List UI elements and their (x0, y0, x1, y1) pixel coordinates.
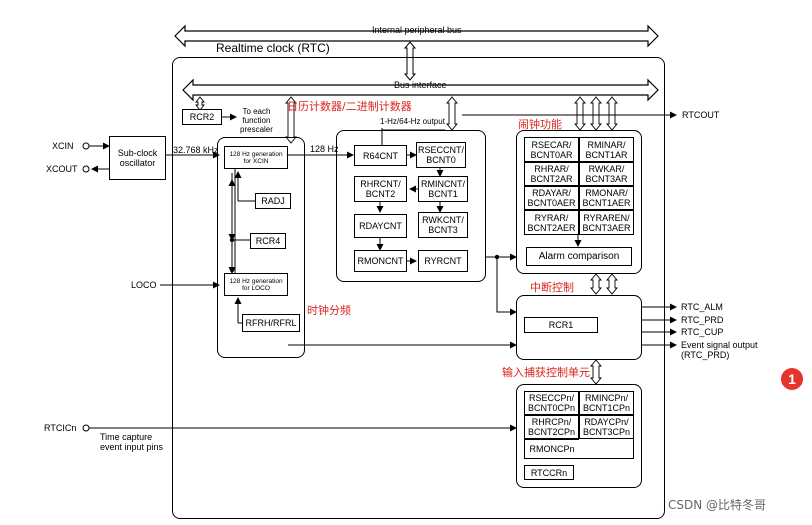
rmincnt-register: RMINCNT/ BCNT1 (418, 176, 468, 202)
drop-int-2 (606, 273, 618, 295)
annotation-alarm: 闹钟功能 (518, 118, 562, 131)
rhrcnt-register: RHRCNT/ BCNT2 (354, 176, 407, 202)
rtcout-label: RTCOUT (682, 110, 720, 120)
rhrar-register: RHRAR/ BCNT2AR (524, 162, 579, 186)
r64cnt-register: R64CNT (354, 145, 407, 166)
counter-block (336, 130, 486, 282)
ryraren-register: RYRAREN/ BCNT3AER (579, 210, 634, 235)
annotation-capture: 输入捕获控制单元 (502, 366, 590, 379)
clock-divider-block (217, 137, 305, 358)
rcr4-register: RCR4 (250, 233, 286, 249)
subclock-oscillator: Sub-clock oscillator (109, 136, 166, 180)
rdaycp-register: RDAYCPn/ BCNT3CPn (579, 415, 634, 439)
bus-interface-label: Bus interface (394, 80, 447, 90)
rdaycnt-register: RDAYCNT (354, 214, 407, 238)
bus-interface-arrow (182, 78, 659, 102)
output-1hz-label: 1-Hz/64-Hz output (380, 117, 445, 126)
rcr2-note: To each function prescaler (240, 107, 273, 134)
drop-gen (285, 96, 297, 144)
rsecar-register: RSECAR/ BCNT0AR (524, 137, 579, 162)
rtc-cup-label: RTC_CUP (681, 327, 724, 337)
rhrcp-register: RHRCPn/ BCNT2CPn (524, 415, 579, 439)
rwkar-register: RWKAR/ BCNT3AR (579, 162, 634, 186)
interrupt-block (516, 295, 642, 360)
capture-block (516, 384, 642, 488)
xcin-pin (82, 142, 90, 150)
gen-xcin-box: 128 Hz generation for XCIN (224, 146, 288, 169)
rseccnt-register: RSECCNT/ BCNT0 (416, 142, 466, 168)
internal-bus-label: Internal peripheral bus (372, 25, 462, 35)
event-output-label: Event signal output (RTC_PRD) (681, 340, 758, 360)
rdayar-register: RDAYAR/ BCNT0AER (524, 186, 579, 210)
bus-connector (403, 41, 417, 81)
freq-32k-label: 32.768 kHz (173, 145, 219, 155)
rtccr-register: RTCCRn (524, 465, 574, 480)
rseccp-register: RSECCPn/ BCNT0CPn (524, 391, 579, 415)
rtcicn-pin (82, 424, 90, 432)
rtcicn-label: RTCICn (44, 423, 77, 433)
drop-int-1 (590, 273, 602, 295)
radj-register: RADJ (255, 193, 291, 209)
rtc-prd-label: RTC_PRD (681, 315, 724, 325)
rtc-alm-label: RTC_ALM (681, 302, 723, 312)
gen-loco-box: 128 Hz generation for LOCO (224, 273, 288, 296)
rcr2-register: RCR2 (182, 109, 222, 125)
alarm-block (516, 130, 642, 274)
watermark: CSDN @比特冬哥 (668, 498, 767, 512)
xcin-label: XCIN (52, 141, 74, 151)
rmonar-register: RMONAR/ BCNT1AER (579, 186, 634, 210)
xcout-pin (82, 165, 90, 173)
annotation-interrupt: 中断控制 (530, 281, 574, 294)
ryrar-register: RYRAR/ BCNT2AER (524, 210, 579, 235)
rmincp-register: RMINCPn/ BCNT1CPn (579, 391, 634, 415)
rwkcnt-register: RWKCNT/ BCNT3 (418, 212, 468, 238)
time-capture-label: Time capture event input pins (100, 432, 164, 452)
annotation-clock-divider: 时钟分频 (307, 304, 351, 317)
xcout-label: XCOUT (46, 164, 78, 174)
ryrcnt-register: RYRCNT (418, 250, 468, 272)
rtc-title: Realtime clock (RTC) (216, 41, 330, 55)
rtc-frame (172, 57, 665, 519)
loco-label: LOCO (131, 280, 157, 290)
rminar-register: RMINAR/ BCNT1AR (579, 137, 634, 162)
alarm-comparison: Alarm comparison (526, 247, 632, 266)
freq-128-label: 128 Hz (310, 144, 339, 154)
callout-badge: 1 (781, 368, 803, 390)
rfrh-register: RFRH/RFRL (242, 314, 300, 332)
annotation-calendar: 日历计数器/二进制计数器 (287, 100, 412, 113)
internal-bus-arrow (174, 24, 659, 48)
rmoncnt-register: RMONCNT (354, 250, 407, 272)
rcr1-register: RCR1 (524, 317, 598, 333)
rmoncp-register: RMONCPn (524, 439, 579, 459)
